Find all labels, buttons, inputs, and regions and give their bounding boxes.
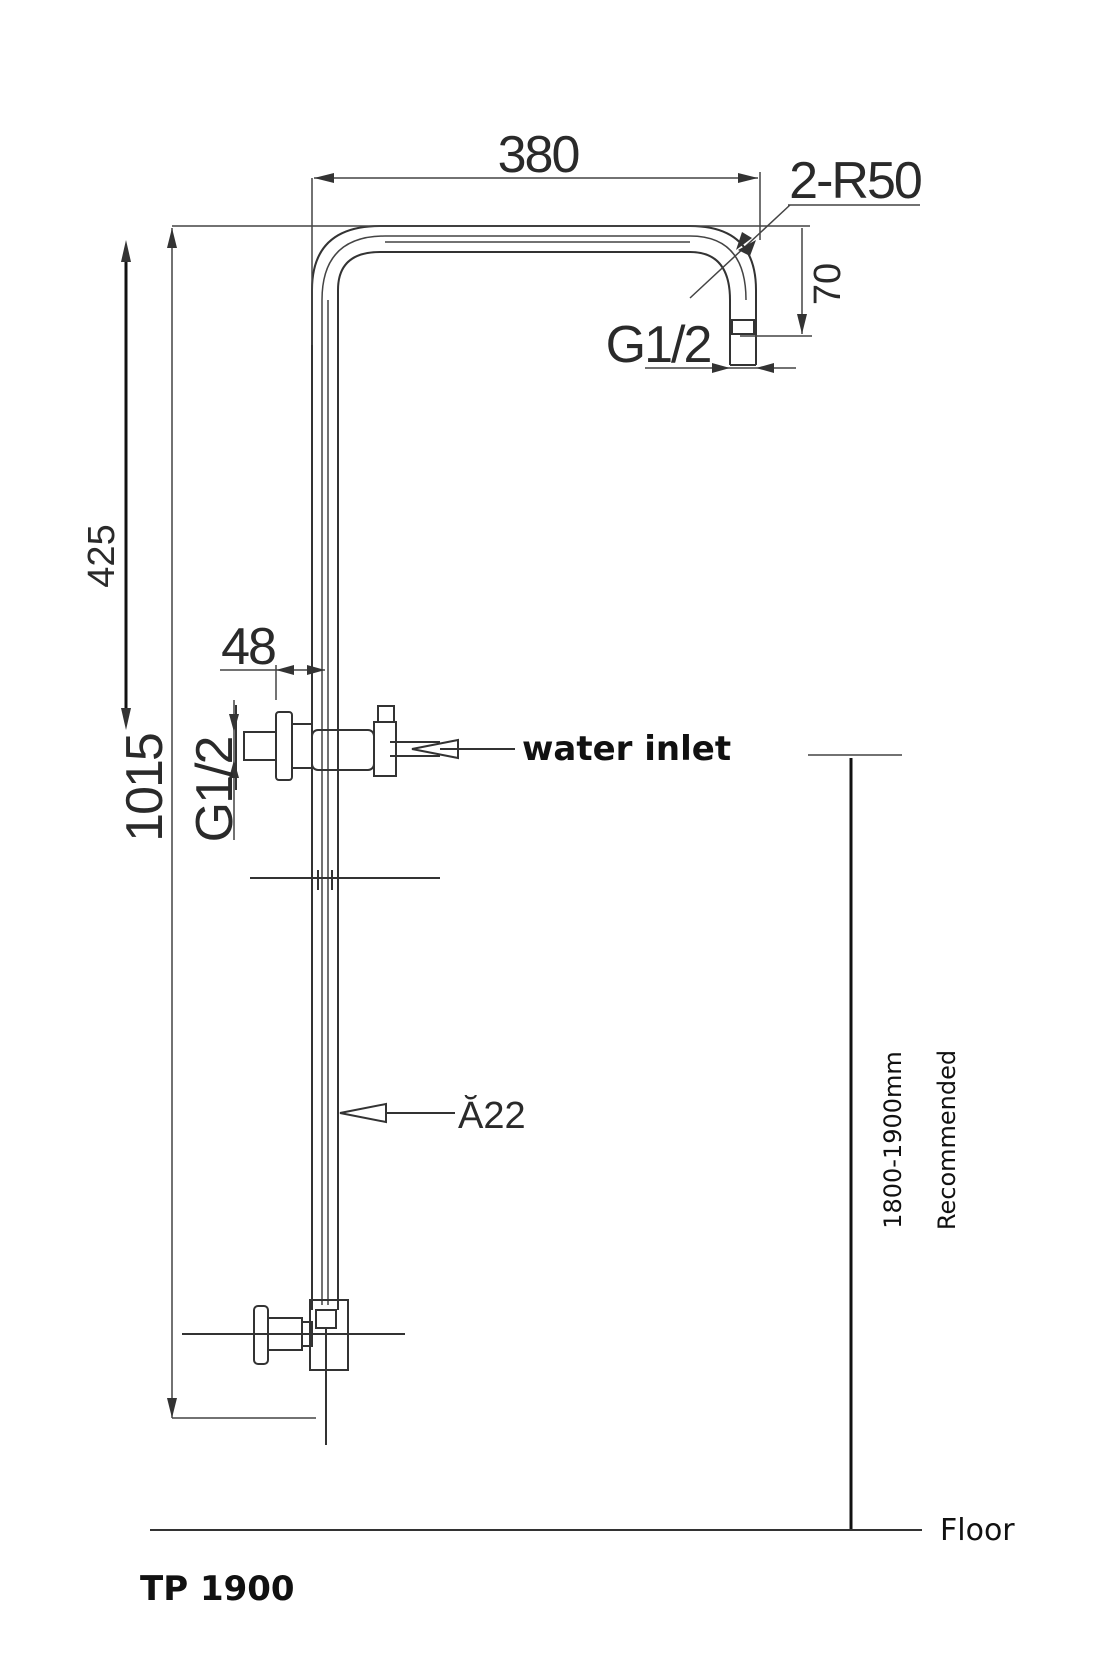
dimension-70: 70 <box>172 225 849 337</box>
water-inlet-callout: water inlet <box>411 729 731 769</box>
dimension-1015-label: 1015 <box>116 734 174 842</box>
pipe-diameter-label: Ă22 <box>458 1094 526 1137</box>
dimension-thread-inlet: G1/2 <box>186 700 244 842</box>
pipe-diameter-callout: Ă22 <box>339 1094 526 1137</box>
dimension-thread-top: G1/2 <box>606 316 796 374</box>
recommended-label: Recommended <box>933 1050 961 1230</box>
dimension-r50: 2-R50 <box>689 152 923 299</box>
bottom-valve <box>182 1299 405 1371</box>
mounting-height-label: 1800-1900mm <box>879 1051 907 1229</box>
dimension-48-label: 48 <box>221 618 275 676</box>
dimension-425: 425 <box>81 240 131 730</box>
dimension-70-label: 70 <box>807 263 849 305</box>
dimension-380-label: 380 <box>498 126 579 184</box>
dimension-1015: 1015 <box>116 228 316 1419</box>
water-inlet-label: water inlet <box>522 729 731 769</box>
mounting-height: 1800-1900mm Recommended <box>808 754 961 1530</box>
thread-inlet-label: G1/2 <box>186 738 244 843</box>
floor-label: Floor <box>940 1513 1015 1548</box>
model-name: TP 1900 <box>140 1569 295 1609</box>
floor-line: Floor <box>150 1513 1015 1548</box>
thread-top-label: G1/2 <box>606 316 711 374</box>
dimension-r50-label: 2-R50 <box>789 152 921 210</box>
dimension-380: 380 <box>311 126 761 345</box>
inlet-valve <box>235 705 440 790</box>
dimension-425-label: 425 <box>81 524 123 587</box>
dimension-48: 48 <box>220 618 325 700</box>
shower-pipe <box>250 225 757 1445</box>
